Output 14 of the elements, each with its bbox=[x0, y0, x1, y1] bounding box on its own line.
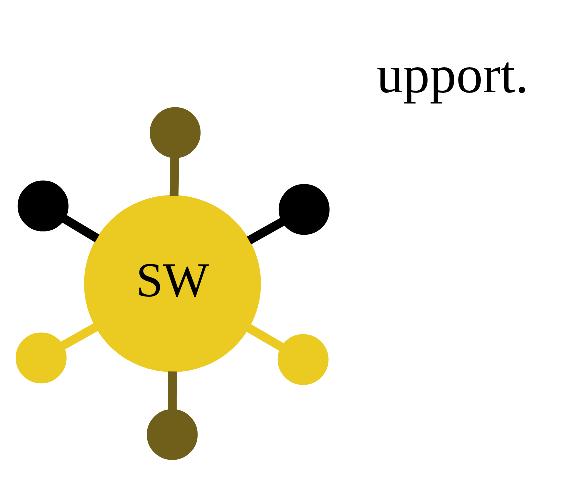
connector bbox=[62, 215, 100, 242]
label: upport. bbox=[376, 46, 529, 104]
node-circle bbox=[16, 332, 67, 384]
connector bbox=[168, 372, 178, 410]
node-circle bbox=[147, 409, 198, 460]
node-circle bbox=[18, 180, 69, 232]
node-circle bbox=[278, 334, 329, 386]
connector bbox=[247, 218, 285, 245]
connector bbox=[170, 158, 180, 196]
node-circle bbox=[150, 107, 201, 158]
node-circle bbox=[278, 184, 330, 236]
node-circle: SW bbox=[84, 195, 262, 372]
connector bbox=[246, 324, 284, 352]
connector bbox=[60, 323, 98, 350]
